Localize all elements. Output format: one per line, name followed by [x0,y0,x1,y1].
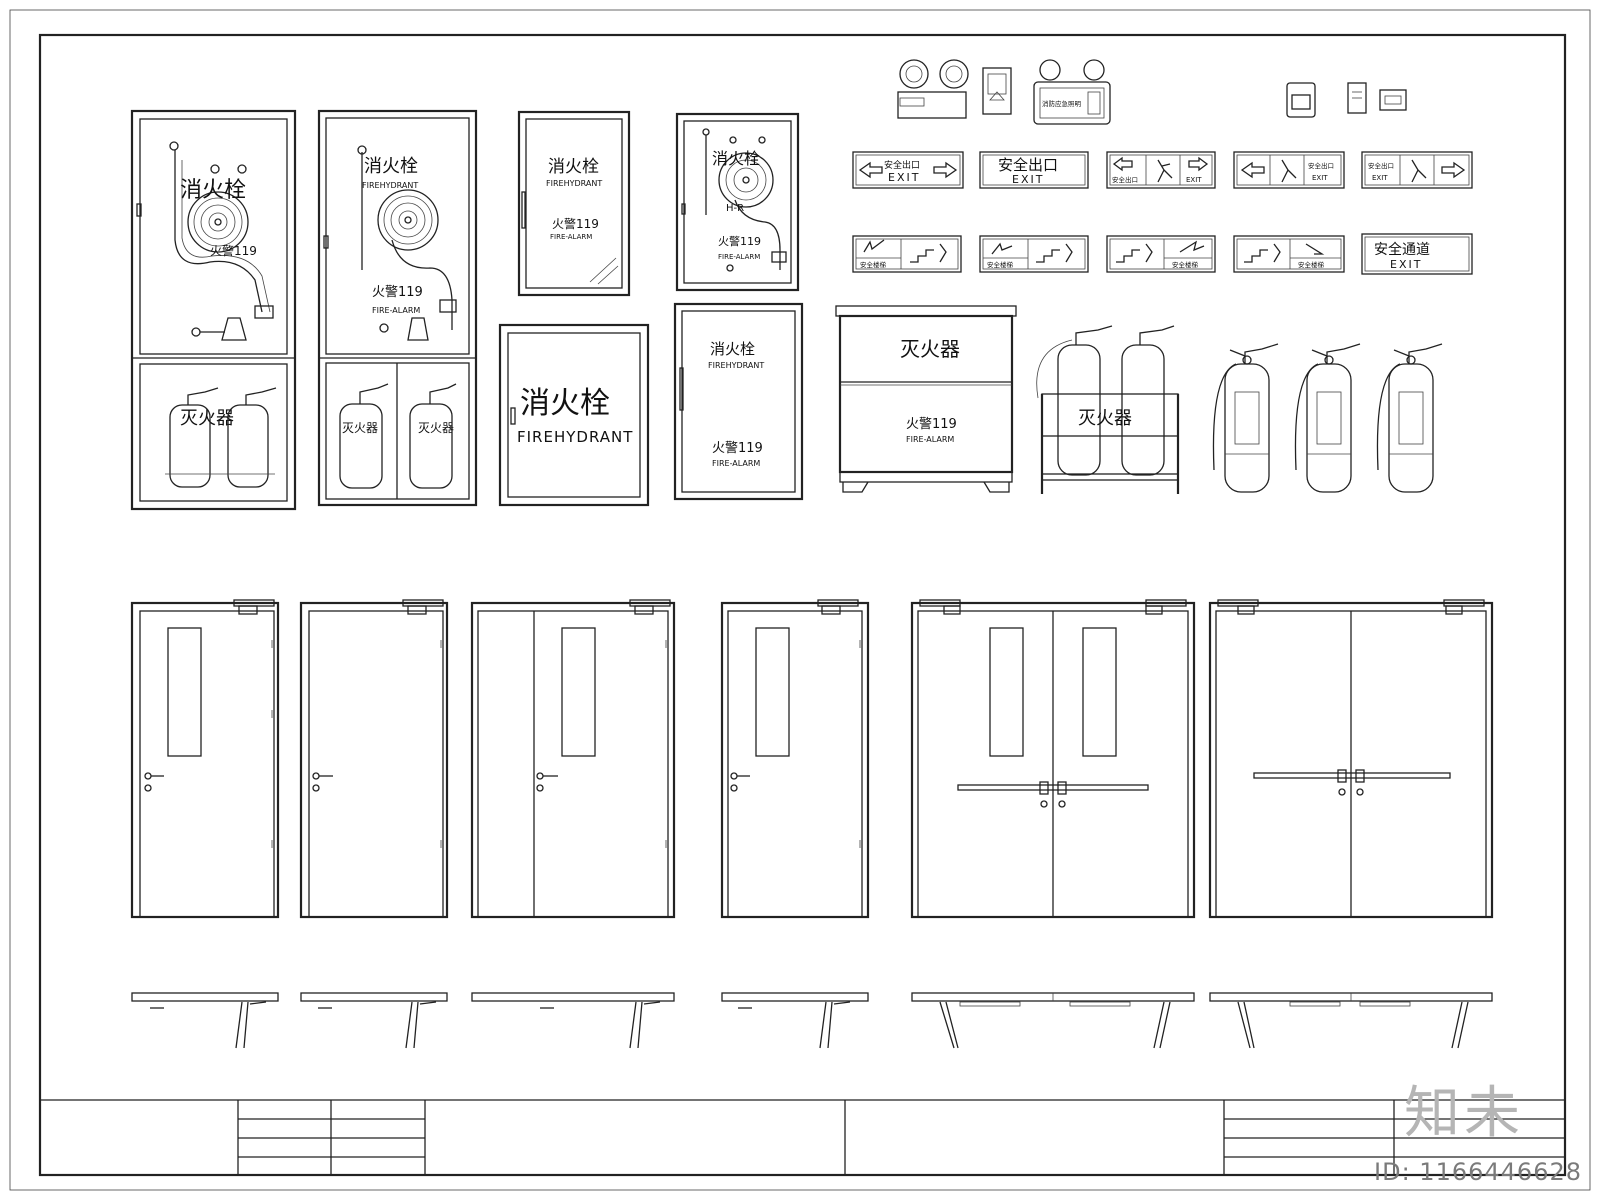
hydrant-label: 消火栓 [710,340,755,358]
hydrant-label-en: FIREHYDRANT [517,428,633,446]
stair-sign-4: 安全楼梯 [1233,235,1345,273]
alarm-label-en: FIRE-ALARM [718,253,760,261]
extinguisher-standalone-1 [1212,343,1279,493]
fire-door-single-window-2 [720,599,870,919]
hydrant-label-en: FIREHYDRANT [546,179,602,188]
door-plan-4 [721,992,869,1049]
alarm-label: 火警119 [718,234,761,248]
hydrant-label: 消火栓 [180,178,246,203]
svg-text:EXIT: EXIT [888,171,920,184]
svg-text:EXIT: EXIT [1186,176,1202,184]
hydrant-label: 消火栓 [520,386,610,421]
hydrant-label: 消火栓 [548,157,599,177]
alarm-label: 火警119 [372,284,423,300]
hydrant-label-en: FIREHYDRANT [708,361,764,370]
hydrant-cabinet-reel-small: 消火栓 H-R 火警119 FIRE-ALARM [675,112,800,292]
alarm-label: 火警119 [712,440,763,456]
extinguisher-label: 灭火器 [180,408,234,429]
exit-sign-text: 安全出口 EXIT [979,151,1089,189]
stair-sign-3: 安全楼梯 [1106,235,1216,273]
exit-sign-runner-bi: 安全出口 EXIT [1106,151,1216,189]
fire-door-single-window [130,599,280,919]
extinguisher-label-right: 灭火器 [418,421,454,435]
extinguisher-rack: 灭火器 [1036,325,1180,494]
fire-telephone-jack [1347,82,1367,114]
extinguisher-rack-label: 灭火器 [1078,408,1132,429]
fire-alarm-module [1379,89,1407,111]
extinguisher-box: 灭火器 火警119 FIRE-ALARM [835,305,1017,493]
fire-door-single-plain [299,599,449,919]
door-plan-5 [911,992,1195,1049]
svg-text:安全楼梯: 安全楼梯 [1298,260,1325,269]
svg-text:EXIT: EXIT [1372,174,1388,182]
door-plan-2 [300,992,448,1049]
emergency-light-twin-1 [897,59,969,119]
svg-text:安全出口: 安全出口 [884,159,920,171]
door-plan-3 [471,992,675,1049]
svg-text:安全出口: 安全出口 [1112,175,1138,184]
alarm-label: 火警119 [210,243,257,258]
hydrant-cabinet-reel-1: 消火栓 火警119 灭火器 [130,109,297,511]
svg-text:EXIT: EXIT [1312,174,1328,182]
hydrant-cabinet-large-text: 消火栓 FIREHYDRANT [498,323,650,507]
extinguisher-standalone-2 [1294,343,1361,493]
exit-sign-runner-left: 安全出口 EXIT [1233,151,1345,189]
svg-text:安全出口: 安全出口 [1308,161,1334,170]
stair-sign-1: 安全楼梯 [852,235,962,273]
hose-reel-icon [187,191,249,253]
door-plan-1 [131,992,279,1049]
svg-text:EXIT: EXIT [1012,173,1044,186]
svg-text:安全出口: 安全出口 [998,156,1058,174]
extinguisher-label-left: 灭火器 [342,421,378,435]
hr-label: H-R [726,203,744,214]
alarm-label-en: FIRE-ALARM [372,306,420,315]
hydrant-cabinet-reel-2: 消火栓 FIREHYDRANT 火警119 FIRE-ALARM 灭火器 灭火器 [317,109,478,507]
extinguisher-standalone-3 [1376,343,1443,493]
svg-text:安全出口: 安全出口 [1368,161,1394,170]
alarm-label-en: FIRE-ALARM [712,459,760,468]
extinguisher-pair-icon [165,387,277,488]
stair-sign-2: 安全楼梯 [979,235,1089,273]
svg-text:安全楼梯: 安全楼梯 [860,260,887,269]
emergency-light-label: 消防应急照明 [1042,99,1082,108]
emergency-light-twin-2: 消防应急照明 [1033,59,1111,125]
alarm-label-en: FIRE-ALARM [550,233,592,241]
title-block [40,1099,1565,1175]
fire-door-double-plain [1208,599,1494,919]
fire-door-mother-child [470,599,676,919]
svg-text:安全楼梯: 安全楼梯 [987,260,1014,269]
hydrant-label: 消火栓 [712,149,760,168]
alarm-label: 火警119 [552,216,599,231]
evacuation-indicator [982,67,1012,115]
door-plan-6 [1209,992,1493,1049]
hydrant-cabinet-door: 消火栓 FIREHYDRANT 火警119 FIRE-ALARM [517,110,631,297]
svg-text:EXIT: EXIT [1390,258,1422,271]
hydrant-cabinet-door-2: 消火栓 FIREHYDRANT 火警119 FIRE-ALARM [673,302,804,501]
hose-reel-icon [718,152,774,208]
exit-sign-double-arrow: 安全出口 EXIT [852,151,964,189]
alarm-label: 火警119 [906,416,957,432]
alarm-label-en: FIRE-ALARM [906,435,954,444]
fire-door-double-window [910,599,1196,919]
hydrant-label-en: FIREHYDRANT [362,181,418,190]
outer-border [9,9,1591,1191]
exit-sign-passage: 安全通道 EXIT [1361,233,1473,275]
watermark-logo: 知未 [1404,1081,1524,1146]
extinguisher-box-label: 灭火器 [900,337,960,361]
exit-sign-runner-right: 安全出口 EXIT [1361,151,1473,189]
svg-text:安全通道: 安全通道 [1374,241,1430,258]
watermark-id: ID: 1166446628 [1374,1158,1582,1186]
hose-reel-icon [377,189,439,251]
hydrant-label: 消火栓 [364,156,418,177]
manual-alarm-button [1286,82,1316,118]
drawing-frame [38,33,1567,1177]
svg-text:安全楼梯: 安全楼梯 [1172,260,1199,269]
